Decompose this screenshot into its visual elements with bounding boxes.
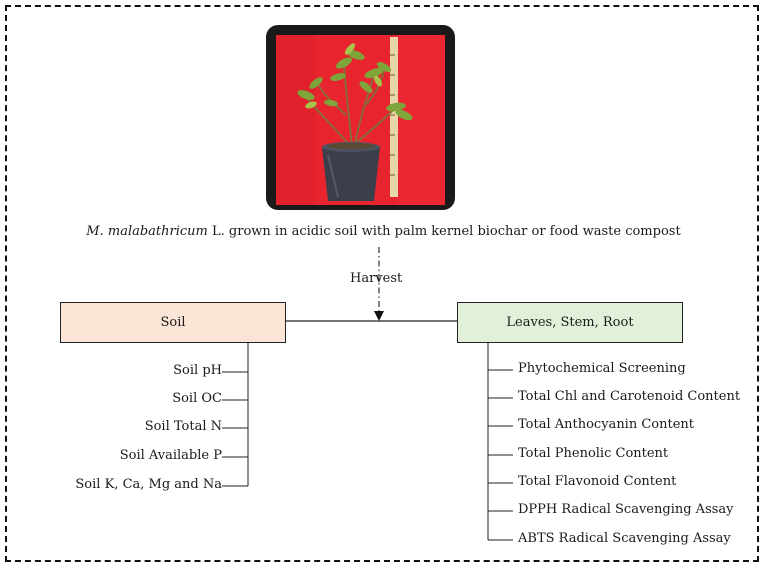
plant-parts-box: Leaves, Stem, Root: [457, 302, 683, 343]
assay-item-abts: ABTS Radical Scavenging Assay: [518, 531, 731, 546]
species-name: M. malabathricum: [86, 224, 208, 239]
soil-item-oc: Soil OC: [172, 391, 222, 406]
soil-box-label: Soil: [160, 315, 186, 330]
soil-box: Soil: [60, 302, 286, 343]
plant-tree-lines: [487, 343, 513, 541]
soil-tree-lines: [222, 343, 249, 487]
photo-caption: M. malabathricum L. grown in acidic soil…: [0, 224, 767, 239]
assay-item-anthocyanin: Total Anthocyanin Content: [518, 417, 695, 432]
plant-photo: [266, 25, 455, 210]
soil-item-total-n: Soil Total N: [144, 419, 222, 434]
plant-parts-box-label: Leaves, Stem, Root: [506, 315, 634, 330]
soil-item-ph: Soil pH: [173, 363, 222, 378]
soil-item-cations: Soil K, Ca, Mg and Na: [75, 477, 222, 492]
assay-item-phenolic: Total Phenolic Content: [518, 446, 669, 461]
harvest-arrowhead: [374, 311, 384, 321]
soil-item-available-p: Soil Available P: [119, 448, 222, 463]
caption-text: L. grown in acidic soil with palm kernel…: [207, 224, 681, 239]
harvest-label: Harvest: [350, 271, 403, 286]
assay-item-phytochemical: Phytochemical Screening: [518, 361, 686, 376]
dashed-frame: [5, 5, 759, 562]
assay-item-chl-carotenoid: Total Chl and Carotenoid Content: [518, 389, 741, 404]
assay-item-flavonoid: Total Flavonoid Content: [518, 474, 677, 489]
assay-item-dpph: DPPH Radical Scavenging Assay: [518, 502, 734, 517]
